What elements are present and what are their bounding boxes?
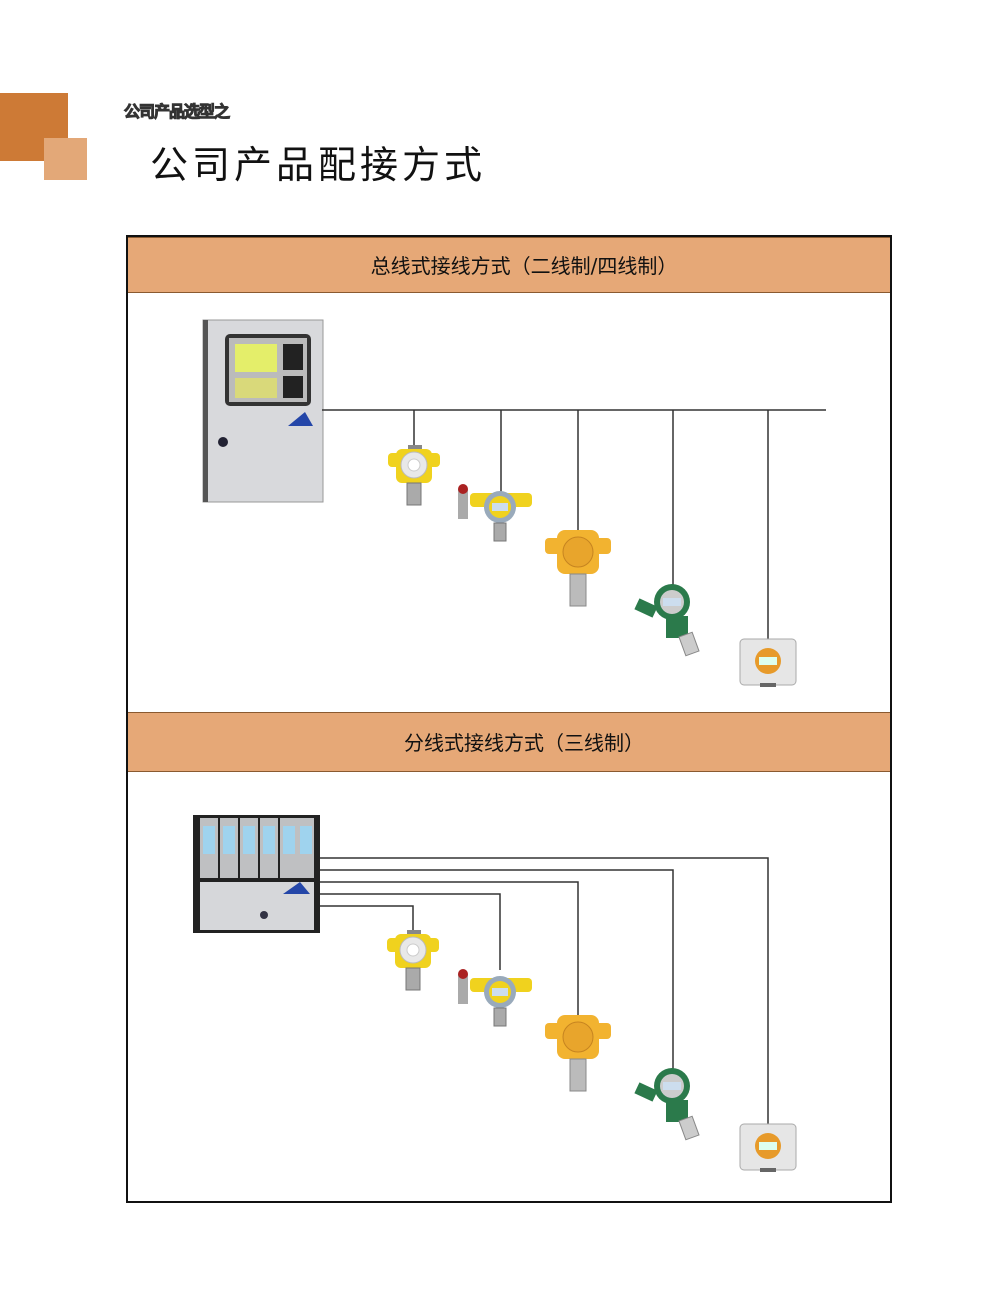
gas-detector-3b: [544, 1014, 612, 1092]
branch-wires: [320, 857, 769, 1125]
section-heading-branch: 分线式接线方式（三线制）: [128, 712, 890, 772]
page-subtitle: 公司产品选型之: [123, 102, 230, 122]
multi-channel-controller: [193, 815, 320, 933]
gas-detector-alarm-2b: [457, 968, 533, 1027]
diagram-frame: 总线式接线方式（二线制/四线制） 分线式接线方式（三线制）: [126, 235, 892, 1203]
page-title: 公司产品配接方式: [150, 143, 487, 187]
controller-cabinet: [202, 319, 324, 503]
gas-detector-5b: [739, 1123, 797, 1173]
bus-wires: [322, 409, 826, 640]
section-heading-bus: 总线式接线方式（二线制/四线制）: [128, 237, 890, 293]
gas-detector-4b: [633, 1067, 700, 1141]
gas-detector-3: [544, 529, 612, 607]
gas-detector-alarm-2: [457, 483, 533, 542]
gas-detector-4: [633, 583, 700, 657]
gas-detector-5: [739, 638, 797, 688]
gas-detector-1b: [386, 929, 440, 991]
decor-square-light: [44, 138, 87, 180]
gas-detector-1: [387, 444, 441, 506]
